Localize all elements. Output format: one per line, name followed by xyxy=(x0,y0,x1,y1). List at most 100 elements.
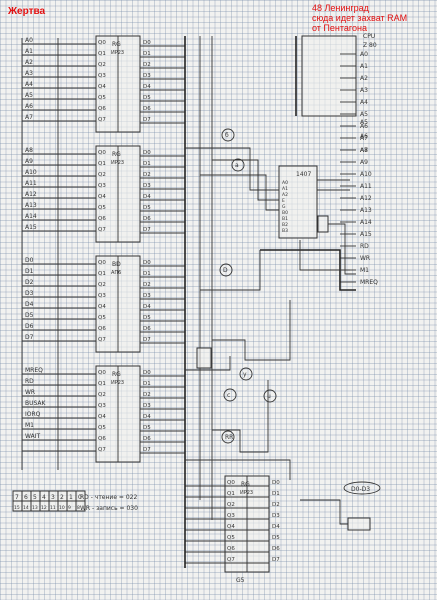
chip-output-pin: Q0 xyxy=(98,150,106,156)
legend-bit: 7 xyxy=(15,494,19,501)
chip-output-pin: Q2 xyxy=(98,282,106,288)
cpu-top-signal: A7 xyxy=(360,147,368,154)
left-pin-label: D2 xyxy=(25,279,34,286)
cpu-pin-label: A13 xyxy=(360,207,372,214)
chip-input-pin: D2 xyxy=(143,392,151,398)
center-chip-pin: B0 xyxy=(282,210,288,216)
legend-bit: 6 xyxy=(24,494,28,501)
tag-circle xyxy=(221,430,235,444)
chip-output-pin: Q3 xyxy=(98,183,106,189)
left-pin-label: M1 xyxy=(25,422,34,429)
chip-input-pin: D3 xyxy=(143,73,151,79)
tag-label: D xyxy=(223,267,228,274)
left-pin-label: IORQ xyxy=(25,411,41,418)
chip-input-pin: D0 xyxy=(143,370,151,376)
left-pin-label: A10 xyxy=(25,169,37,176)
legend-value: 13 xyxy=(32,505,38,511)
chip-output-pin: Q6 xyxy=(227,546,235,552)
cpu-pin-labels: A0A1A2A3A4A5A6A7A8A9A10A11A12A13A14A15RD… xyxy=(340,51,378,286)
cpu-pin-label: A14 xyxy=(360,219,372,226)
legend-value: 15 xyxy=(14,505,20,511)
output-oval xyxy=(343,481,381,495)
chip-input-pin: D6 xyxy=(272,546,280,552)
center-chip-pin: A0 xyxy=(282,180,288,186)
cpu-top-signal: A5 xyxy=(360,119,368,126)
tag-circle xyxy=(219,263,233,277)
chip-input-pin: D7 xyxy=(143,337,151,343)
out-label: D0-D3 xyxy=(351,486,370,493)
left-pin-label: A2 xyxy=(25,59,33,66)
chip-input-pin: D5 xyxy=(143,315,151,321)
small-gate-block xyxy=(196,347,212,369)
chip-input-pin: D6 xyxy=(143,106,151,112)
chip-output-pin: Q2 xyxy=(98,392,106,398)
chip-input-pin: D4 xyxy=(143,414,151,420)
center-chip-pin: A2 xyxy=(282,192,288,198)
tag-label: RR xyxy=(225,434,233,441)
left-pin-label: D4 xyxy=(25,301,34,308)
chip-input-pin: D1 xyxy=(143,51,151,57)
cpu-pin-label: A12 xyxy=(360,195,372,202)
cpu-pin-label: A9 xyxy=(360,159,368,166)
tag-circle xyxy=(223,388,237,402)
legend-value: 12 xyxy=(41,505,47,511)
left-pin-label: D6 xyxy=(25,323,34,330)
legend-bit: 5 xyxy=(33,494,37,501)
cpu-pin-label: A1 xyxy=(360,63,368,70)
center-chip-body xyxy=(278,165,318,239)
chip-input-pin: D5 xyxy=(272,535,280,541)
chip-output-pin: Q0 xyxy=(98,370,106,376)
chip-input-pin: D4 xyxy=(143,304,151,310)
tag-circle xyxy=(231,158,245,172)
chip-name: RG xyxy=(241,481,250,488)
chip-input-pin: D6 xyxy=(143,436,151,442)
chip-input-pin: D3 xyxy=(143,403,151,409)
chip-input-pin: D7 xyxy=(272,557,280,563)
chip-input-pin: D4 xyxy=(143,194,151,200)
left-pin-label: A6 xyxy=(25,103,33,110)
tag-label: u xyxy=(267,393,271,400)
left-pin-label: D1 xyxy=(25,268,34,275)
chip-output-pin: Q7 xyxy=(98,227,106,233)
chip-output-pin: Q4 xyxy=(227,524,235,530)
tag-label: б xyxy=(225,132,229,139)
chip-input-pin: D1 xyxy=(143,161,151,167)
chip-output-pin: Q7 xyxy=(98,337,106,343)
chip-output-pin: Q4 xyxy=(98,84,106,90)
cpu-top-signal: A6 xyxy=(360,133,368,140)
cpu-pin-label: A4 xyxy=(360,99,368,106)
center-chip-pin: E xyxy=(282,198,285,204)
chip-output-pin: Q5 xyxy=(98,205,106,211)
cpu-pin-label: A15 xyxy=(360,231,372,238)
chip-input-pin: D0 xyxy=(272,480,280,486)
center-chip-name: 1407 xyxy=(296,171,311,178)
tag-circle xyxy=(239,367,253,381)
cpu-pin-label: WR xyxy=(360,255,370,262)
left-pin-label: A15 xyxy=(25,224,37,231)
bottom-label: G5 xyxy=(236,577,245,584)
left-pin-label: WR xyxy=(25,389,35,396)
left-pin-label: A3 xyxy=(25,70,33,77)
note-line-1: 48 Ленинград xyxy=(312,3,370,13)
legend-value: 14 xyxy=(23,505,29,511)
chip-output-pin: Q6 xyxy=(98,326,106,332)
chip-input-pin: D2 xyxy=(143,172,151,178)
center-chip-pin: A1 xyxy=(282,186,288,192)
cpu-part: Z 80 xyxy=(363,42,377,49)
chip-output-pin: Q0 xyxy=(227,480,235,486)
left-pin-label: WAIT xyxy=(25,433,40,440)
chip-part: ИР23 xyxy=(111,380,124,386)
chip-output-pin: Q7 xyxy=(98,117,106,123)
chip-output-pin: Q6 xyxy=(98,436,106,442)
chip-output-pin: Q4 xyxy=(98,414,106,420)
chip-output-pin: Q3 xyxy=(98,293,106,299)
cpu-pin-label: M1 xyxy=(360,267,369,274)
chip-input-pin: D2 xyxy=(143,282,151,288)
tag-circle xyxy=(263,389,277,403)
chip-input-pin: D6 xyxy=(143,216,151,222)
chip-output-pin: Q5 xyxy=(98,425,106,431)
